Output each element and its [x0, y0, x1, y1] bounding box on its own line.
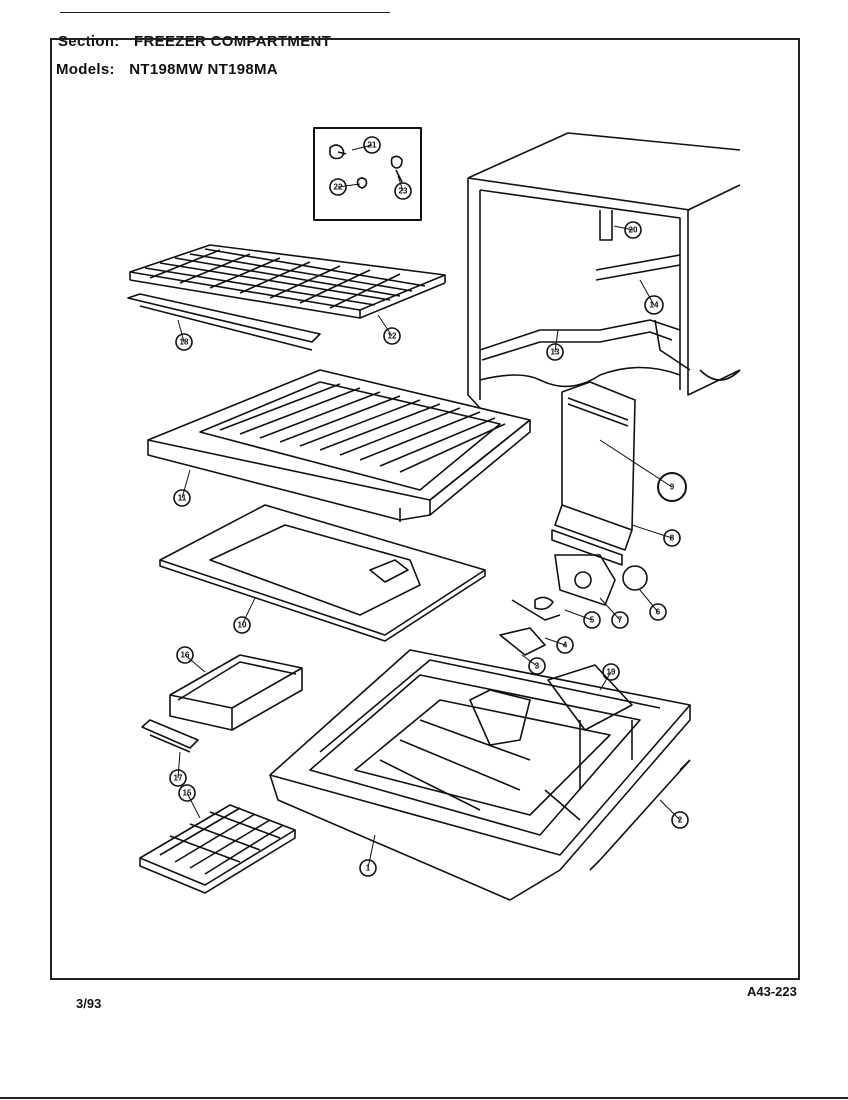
callout-13: 13 [551, 348, 560, 357]
callout-marker [233, 616, 251, 634]
callout-marker [528, 657, 546, 675]
top-rule [60, 12, 390, 13]
callout-marker [359, 859, 377, 877]
glass-panel [159, 504, 486, 642]
callout-marker [671, 811, 689, 829]
callout-marker [363, 136, 381, 154]
freezer-base [269, 649, 691, 901]
diagram-frame [50, 38, 800, 980]
callout-8: 8 [670, 534, 675, 543]
models-label: Models: [56, 61, 115, 78]
callout-marker [175, 333, 193, 351]
fan-assembly [499, 554, 648, 656]
callout-marker [169, 769, 187, 787]
callout-labels: 1 2 3 4 5 6 7 8 9 10 11 12 13 14 15 16 1… [174, 141, 683, 873]
callout-15: 15 [183, 789, 192, 798]
cabinet-interior [467, 132, 741, 409]
callout-18: 18 [180, 338, 189, 347]
callout-marker [383, 327, 401, 345]
evaporator-cover [551, 381, 636, 566]
models-value: NT198MW NT198MA [129, 61, 278, 78]
callout-marker [178, 784, 196, 802]
section-header: Section: FREEZER COMPARTMENT [58, 33, 331, 50]
callout-marker [583, 611, 601, 629]
callout-marker [644, 295, 664, 315]
callout-marker [176, 646, 194, 664]
callouts [169, 136, 689, 877]
inset-parts [329, 144, 403, 189]
callout-11: 11 [178, 494, 187, 503]
callout-marker [556, 636, 574, 654]
callout-22: 22 [334, 183, 343, 192]
ice-bin [169, 654, 303, 731]
callout-marker [657, 472, 687, 502]
shelf-frame [147, 369, 531, 522]
models-header: Models: NT198MW NT198MA [56, 61, 278, 78]
callout-17: 17 [174, 774, 183, 783]
bottom-rule [0, 1097, 848, 1099]
callout-16: 16 [181, 651, 190, 660]
callout-23: 23 [399, 187, 408, 196]
callout-20: 20 [629, 226, 638, 235]
callout-marker [173, 489, 191, 507]
callout-1: 1 [366, 864, 371, 873]
callout-12: 12 [388, 332, 397, 341]
callout-marker [329, 178, 347, 196]
callout-10: 10 [238, 621, 247, 630]
callout-5: 5 [590, 616, 595, 625]
wire-shelf [127, 244, 446, 351]
bin-handle [141, 719, 199, 753]
callout-marker [611, 611, 629, 629]
callout-7: 7 [618, 616, 623, 625]
callout-marker [624, 221, 642, 239]
callout-2: 2 [678, 816, 683, 825]
callout-marker [394, 182, 412, 200]
callout-6: 6 [656, 608, 661, 617]
inset-box [313, 127, 422, 221]
callout-marker [649, 603, 667, 621]
callout-9: 9 [670, 483, 675, 492]
callout-marker [602, 663, 620, 681]
callout-14: 14 [650, 301, 659, 310]
callout-marker [663, 529, 681, 547]
footer-code: A43-223 [747, 984, 797, 999]
footer-date: 3/93 [76, 996, 102, 1011]
section-value: FREEZER COMPARTMENT [134, 33, 332, 50]
callout-marker [546, 343, 564, 361]
ice-tray [139, 804, 296, 894]
section-label: Section: [58, 33, 120, 50]
callout-21: 21 [368, 141, 377, 150]
callout-19: 19 [607, 668, 616, 677]
callout-3: 3 [535, 662, 540, 671]
callout-4: 4 [563, 641, 568, 650]
